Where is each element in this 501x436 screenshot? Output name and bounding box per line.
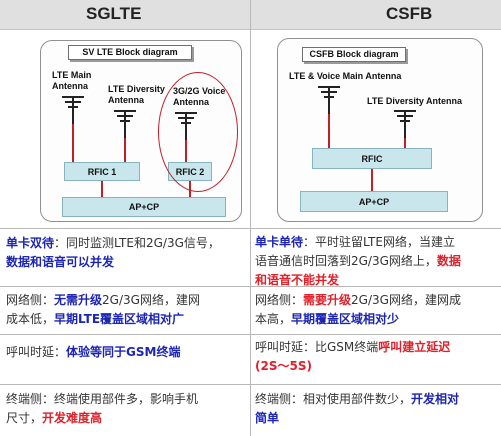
sglte-lte-diversity-antenna-label: LTE Diversity Antenna	[108, 84, 165, 105]
text-run: 无需升级	[54, 293, 103, 307]
row-divider-3	[0, 334, 501, 335]
row3-left-text: 呼叫时延：体验等同于GSM终端	[6, 343, 246, 362]
csfb-apcp-block: AP+CP	[300, 191, 448, 212]
sglte-diversity-antenna-icon	[114, 110, 136, 138]
csfb-title: CSFB	[386, 4, 433, 23]
text-run: 本高，	[255, 312, 292, 326]
text-run: 网络侧：	[6, 293, 55, 307]
text-run: (2S～5S)	[255, 359, 312, 373]
header-right-cell: CSFB	[251, 0, 501, 30]
text-run: 数据和语音可以并发	[6, 255, 115, 269]
text-run: 终端侧：相对使用部件数少，	[255, 392, 412, 406]
row2-left-text: 网络侧：无需升级2G/3G网络，建网成本低，早期LTE覆盖区域相对广	[6, 291, 246, 329]
sglte-voice-highlight-oval	[158, 72, 238, 192]
text-run: 2G/3G网络，建网	[102, 293, 200, 307]
row4-left-text: 终端侧：终端使用部件多，影响手机尺寸，开发难度高	[6, 390, 246, 428]
text-run: 呼叫建立延迟	[378, 340, 451, 354]
csfb-diagram-title: CSFB Block diagram	[302, 47, 406, 62]
sglte-rfic1-link	[101, 181, 103, 197]
csfb-rfic-block: RFIC	[312, 148, 432, 169]
csfb-signal-line-main	[328, 114, 330, 148]
text-run: 终端侧：终端使用部件多，影响手机	[6, 392, 199, 406]
csfb-main-antenna-icon	[318, 86, 340, 114]
row4-right-text: 终端侧：相对使用部件数少，开发相对简单	[255, 390, 499, 428]
column-divider	[250, 0, 251, 436]
csfb-diversity-antenna-icon	[394, 110, 416, 138]
text-run: 呼叫时延：比GSM终端	[255, 340, 379, 354]
sglte-lte-main-antenna-label: LTE Main Antenna	[52, 70, 92, 91]
text-run: 单卡双待	[6, 236, 55, 250]
row2-right-text: 网络侧：需要升级2G/3G网络，建网成本高，早期覆盖区域相对少	[255, 291, 499, 329]
text-run: 需要升级	[303, 293, 352, 307]
sglte-rfic1-block: RFIC 1	[64, 162, 140, 181]
sglte-apcp-block: AP+CP	[62, 197, 226, 217]
text-run: 数据	[436, 254, 461, 268]
text-run: 体验等同于GSM终端	[66, 345, 181, 359]
sglte-signal-line-main	[72, 124, 74, 162]
text-run: 单卡单待	[255, 235, 304, 249]
text-run: 成本低，	[6, 312, 55, 326]
sglte-signal-line-diversity	[124, 138, 126, 162]
text-run: ：同时监测LTE和2G/3G信号，	[54, 236, 220, 250]
csfb-main-antenna-label: LTE & Voice Main Antenna	[289, 71, 402, 81]
text-run: ：平时驻留LTE网络，当建立	[303, 235, 455, 249]
text-run: 开发相对	[411, 392, 460, 406]
text-run: 开发难度高	[42, 411, 103, 425]
sglte-diagram-title: SV LTE Block diagram	[68, 45, 192, 60]
csfb-diversity-antenna-label: LTE Diversity Antenna	[367, 96, 463, 106]
sglte-main-antenna-icon	[62, 96, 84, 124]
text-run: 和语音不能并发	[255, 273, 340, 287]
header-left-cell: SGLTE	[0, 0, 250, 30]
row-divider-2	[0, 286, 501, 287]
row1-right-text: 单卡单待：平时驻留LTE网络，当建立语音通信时回落到2G/3G网络上，数据和语音…	[255, 233, 499, 290]
text-run: 早期LTE覆盖区域相对广	[54, 312, 185, 326]
text-run: 早期覆盖区域相对少	[291, 312, 400, 326]
csfb-signal-line-diversity	[404, 138, 406, 148]
text-run: 呼叫时延：	[6, 345, 67, 359]
row1-left-text: 单卡双待：同时监测LTE和2G/3G信号， 数据和语音可以并发	[6, 234, 246, 272]
row3-right-text: 呼叫时延：比GSM终端呼叫建立延迟 (2S～5S)	[255, 338, 499, 376]
sglte-title: SGLTE	[86, 4, 142, 23]
row-divider-4	[0, 384, 501, 385]
text-run: 简单	[255, 411, 280, 425]
row-divider-1	[0, 228, 501, 229]
text-run: 2G/3G网络，建网成	[351, 293, 461, 307]
text-run: 网络侧：	[255, 293, 304, 307]
csfb-rfic-link	[371, 169, 373, 191]
text-run: 语音通信时回落到2G/3G网络上，	[255, 254, 437, 268]
text-run: 尺寸，	[6, 411, 43, 425]
